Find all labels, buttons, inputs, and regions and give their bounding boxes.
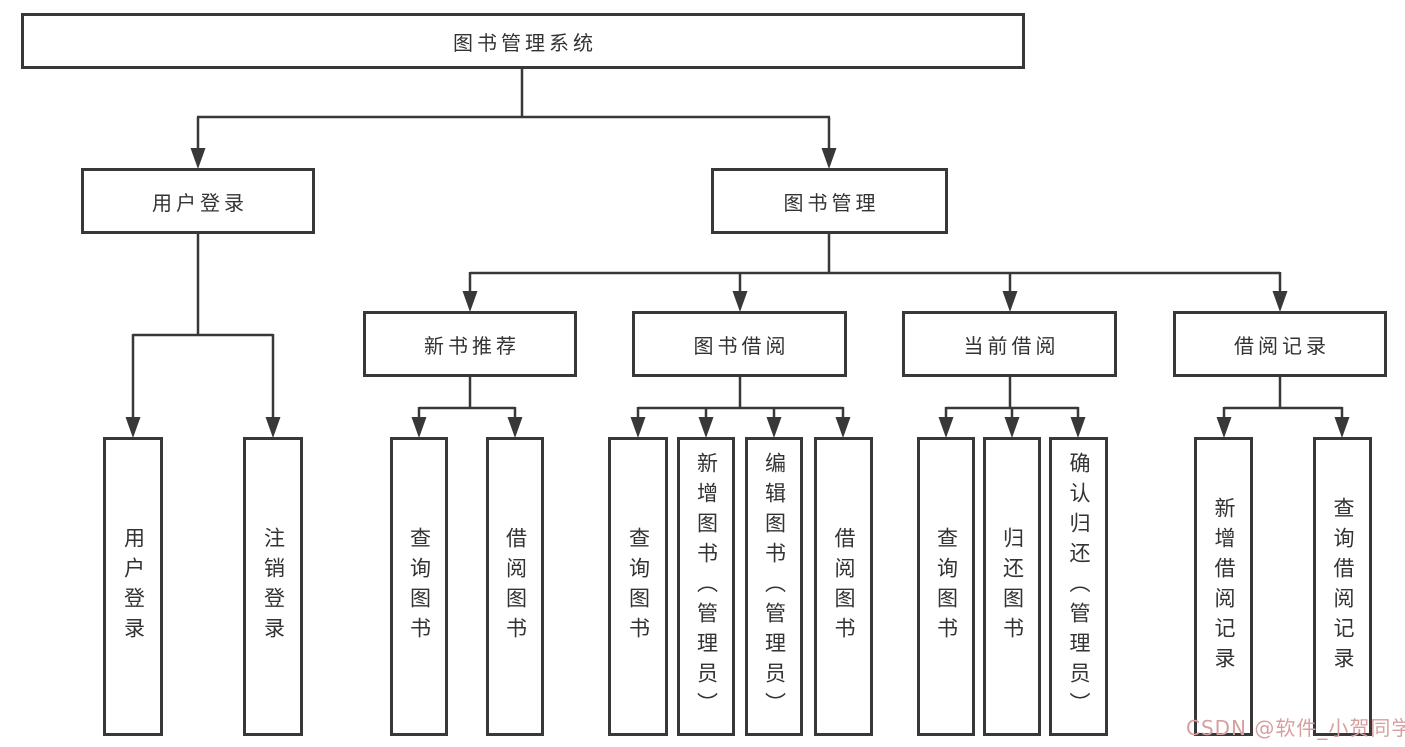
leaf-return-books: 归还图书	[983, 437, 1041, 736]
leaf-return-books-label: 归还图书	[1000, 526, 1025, 647]
node-current-borrow-label: 当前借阅	[963, 333, 1060, 358]
leaf-add-book-admin: 新增图书（管理员）	[677, 437, 735, 736]
arrowheads	[125, 148, 1350, 438]
leaf-query-books-borrow: 查询图书	[608, 437, 668, 736]
leaf-query-books-borrow-label: 查询图书	[626, 526, 651, 647]
leaf-query-books-recommend: 查询图书	[390, 437, 448, 736]
leaf-query-books-current-label: 查询图书	[934, 526, 959, 647]
node-borrow-records-label: 借阅记录	[1234, 333, 1330, 358]
leaf-add-borrow-record-label: 新增借阅记录	[1212, 496, 1236, 677]
leaf-logout-label: 注销登录	[261, 526, 286, 647]
leaf-borrow-books-borrow: 借阅图书	[814, 437, 873, 736]
node-book-borrow-label: 图书借阅	[693, 333, 790, 358]
node-book-management: 图书管理	[711, 168, 948, 234]
leaf-confirm-return-admin: 确认归还（管理员）	[1049, 437, 1108, 736]
node-root-label: 图书管理系统	[453, 30, 597, 55]
node-current-borrow: 当前借阅	[902, 311, 1117, 377]
node-book-management-label: 图书管理	[783, 190, 880, 215]
node-user-login: 用户登录	[81, 168, 315, 234]
leaf-add-borrow-record: 新增借阅记录	[1194, 437, 1253, 736]
leaf-borrow-books-recommend: 借阅图书	[486, 437, 544, 736]
leaf-edit-book-admin-label: 编辑图书（管理员）	[762, 451, 787, 722]
leaf-add-book-admin-label: 新增图书（管理员）	[694, 451, 719, 722]
leaf-query-borrow-record: 查询借阅记录	[1313, 437, 1372, 736]
leaf-borrow-books-recommend-label: 借阅图书	[503, 526, 528, 647]
leaf-logout: 注销登录	[243, 437, 303, 736]
leaf-edit-book-admin: 编辑图书（管理员）	[745, 437, 803, 736]
leaf-query-borrow-record-label: 查询借阅记录	[1331, 496, 1355, 677]
leaf-confirm-return-admin-label: 确认归还（管理员）	[1067, 451, 1091, 722]
node-book-borrow: 图书借阅	[632, 311, 847, 377]
leaf-query-books-recommend-label: 查询图书	[407, 526, 432, 647]
watermark-text: CSDN @软件_小贺同学	[1186, 716, 1405, 740]
node-new-book-recommend-label: 新书推荐	[424, 333, 520, 358]
leaf-user-login: 用户登录	[103, 437, 163, 736]
node-new-book-recommend: 新书推荐	[363, 311, 577, 377]
leaf-user-login-label: 用户登录	[121, 526, 146, 647]
leaf-borrow-books-borrow-label: 借阅图书	[832, 526, 856, 647]
leaf-query-books-current: 查询图书	[917, 437, 975, 736]
node-borrow-records: 借阅记录	[1173, 311, 1387, 377]
node-root: 图书管理系统	[21, 13, 1025, 69]
node-user-login-label: 用户登录	[152, 190, 248, 215]
